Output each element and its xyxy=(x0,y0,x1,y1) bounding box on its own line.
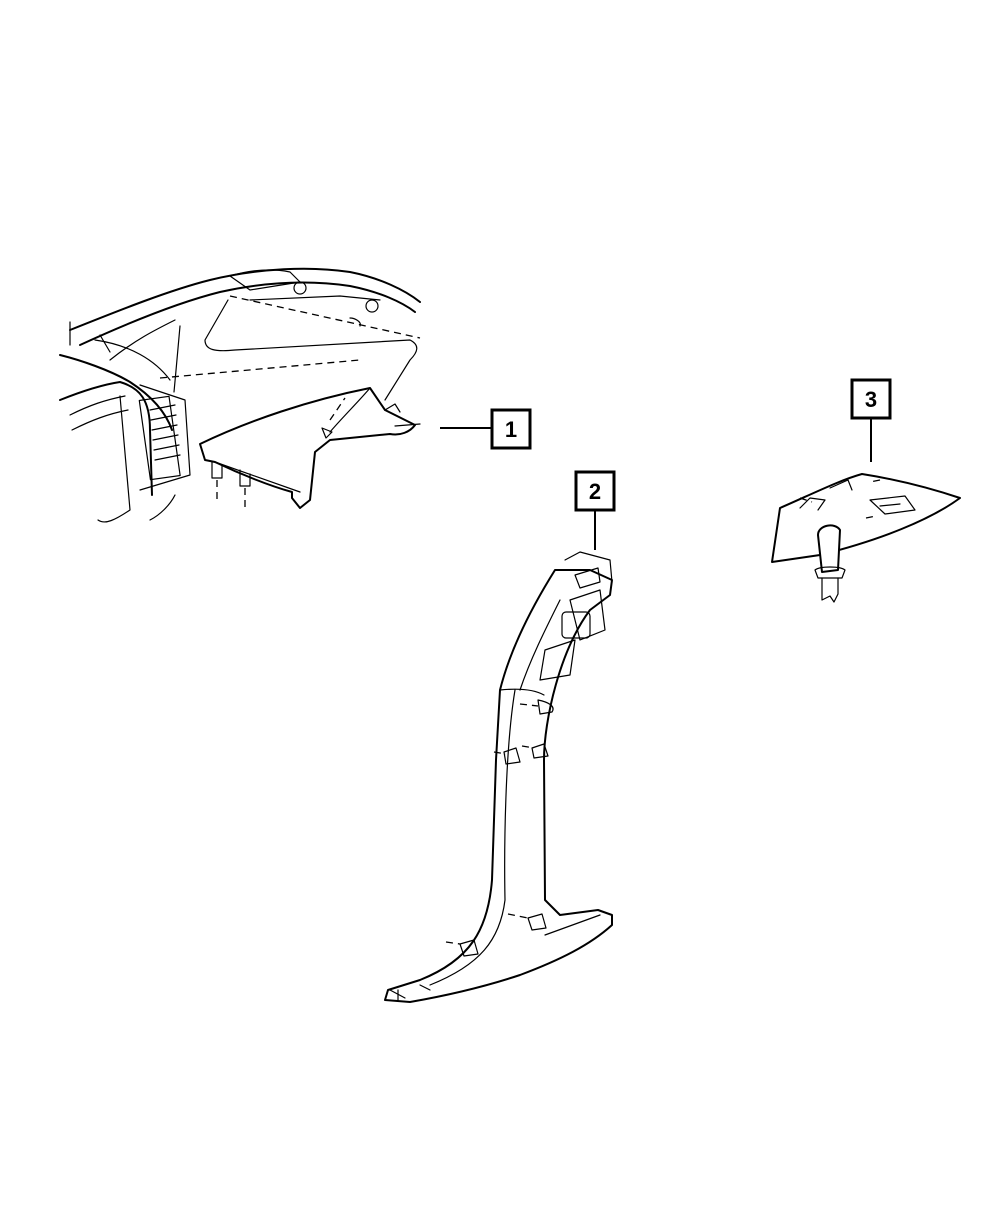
callout-1: 1 xyxy=(440,408,532,450)
callout-2: 2 xyxy=(574,470,616,550)
part-2-illustration xyxy=(384,551,613,1003)
part-3-illustration xyxy=(771,473,961,603)
callout-2-label: 2 xyxy=(589,479,601,504)
callout-2-box xyxy=(574,470,616,512)
callout-3: 3 xyxy=(850,378,892,462)
callout-1-box xyxy=(490,408,532,450)
part-1-illustration xyxy=(59,267,421,523)
callout-1-label: 1 xyxy=(505,417,517,442)
callout-3-label: 3 xyxy=(865,387,877,412)
